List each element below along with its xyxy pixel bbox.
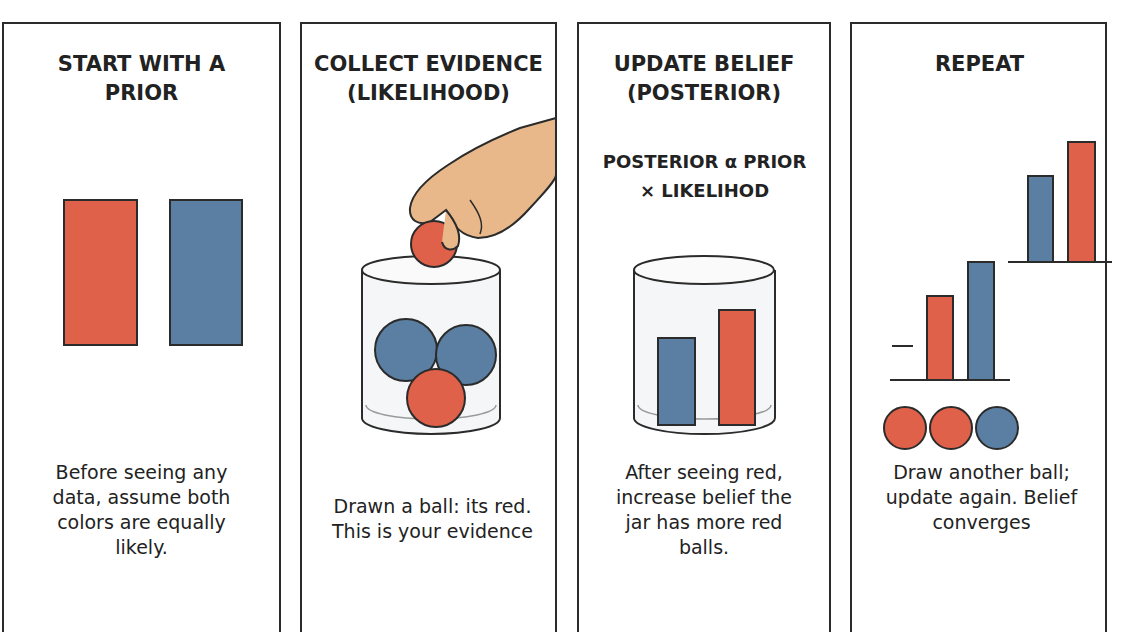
red-bar [1068, 142, 1095, 262]
red-bar [64, 200, 137, 345]
panel-heading: REPEAT [862, 50, 1097, 79]
blue-bar [968, 262, 994, 380]
panel-body: Drawn a ball: its red. This is your evid… [320, 494, 545, 544]
baseline [890, 379, 1010, 381]
formula-text: POSTERIOR α PRIOR × LIKELIHOD [597, 148, 812, 206]
step-panel: START WITH A PRIOR Before seeing any data… [2, 22, 281, 632]
finger [442, 210, 459, 249]
panel-body: Before seeing any data, assume both colo… [34, 460, 249, 560]
blue-bar [170, 200, 242, 345]
hand [410, 118, 556, 238]
jar-body [634, 270, 775, 434]
blue-bar [1028, 176, 1053, 262]
red-bar [927, 296, 953, 380]
jar-bottom [366, 405, 496, 419]
jar-rim [362, 256, 500, 284]
red-ball [930, 407, 972, 449]
blue-bar [658, 338, 695, 425]
panel-heading: COLLECT EVIDENCE (LIKELIHOOD) [306, 50, 551, 109]
step-panel: COLLECT EVIDENCE (LIKELIHOOD) Drawn a bal… [300, 22, 557, 632]
panel-heading: START WITH A PRIOR [24, 50, 259, 109]
red-ball [411, 221, 457, 267]
red-ball [884, 407, 926, 449]
panel-body: After seeing red, increase belief the ja… [604, 460, 804, 560]
jar-bottom [638, 405, 771, 419]
jar-body [362, 270, 500, 434]
baseline [1008, 261, 1112, 263]
step-panel: REPEAT Draw another ball; update again. B… [850, 22, 1107, 632]
blue-ball [436, 325, 496, 385]
panel-heading: UPDATE BELIEF (POSTERIOR) [589, 50, 819, 109]
finger-line [470, 200, 482, 234]
blue-ball [375, 319, 437, 381]
jar [362, 256, 500, 434]
tick-mark [892, 345, 913, 347]
blue-ball [976, 407, 1018, 449]
red-ball [407, 369, 465, 427]
red-bar [719, 310, 755, 425]
step-panel: UPDATE BELIEF (POSTERIOR) POSTERIOR α PRI… [577, 22, 831, 632]
jar [634, 256, 775, 434]
panel-body: Draw another ball; update again. Belief … [874, 460, 1089, 535]
jar-rim [634, 256, 774, 284]
